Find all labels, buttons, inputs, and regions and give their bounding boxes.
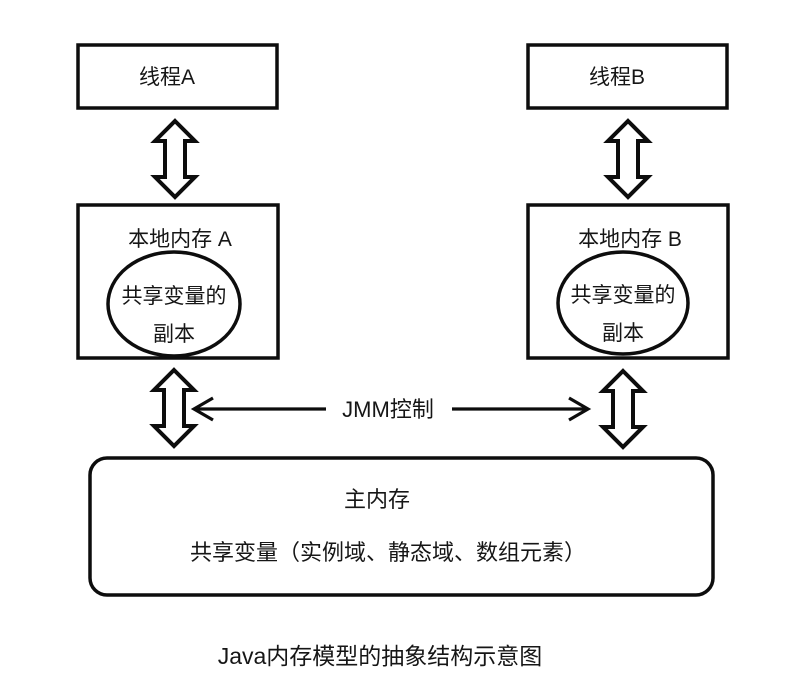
double-arrow-icon-thread-a-local-a bbox=[153, 119, 197, 199]
diagram-caption: Java内存模型的抽象结构示意图 bbox=[218, 643, 543, 669]
shared-copy-b-line1: 共享变量的 bbox=[571, 284, 676, 307]
jmm-arrow-right-head-icon bbox=[568, 396, 592, 422]
double-arrow-icon-local-b-main bbox=[601, 369, 645, 449]
shared-copy-b-line2: 副本 bbox=[602, 322, 644, 345]
thread-b-label: 线程B bbox=[589, 66, 645, 89]
thread-a-label: 线程A bbox=[139, 66, 195, 89]
thread-a-box bbox=[76, 43, 279, 110]
main-memory-content: 共享变量（实例域、静态域、数组元素） bbox=[190, 540, 586, 565]
jmm-control-label: JMM控制 bbox=[342, 397, 434, 422]
shared-copy-ellipse-a bbox=[106, 250, 242, 358]
main-memory-title: 主内存 bbox=[344, 487, 410, 512]
shared-copy-ellipse-b bbox=[556, 250, 690, 356]
main-memory-box bbox=[88, 456, 715, 597]
local-memory-b-label: 本地内存 B bbox=[578, 228, 682, 251]
thread-b-box bbox=[526, 43, 729, 110]
shared-copy-a-line1: 共享变量的 bbox=[122, 285, 227, 308]
double-arrow-icon-thread-b-local-b bbox=[606, 119, 650, 199]
local-memory-a-label: 本地内存 A bbox=[128, 228, 232, 251]
double-arrow-icon-local-a-main bbox=[152, 368, 196, 448]
jmm-arrow-left-head-icon bbox=[190, 396, 214, 422]
shared-copy-a-line2: 副本 bbox=[153, 323, 195, 346]
